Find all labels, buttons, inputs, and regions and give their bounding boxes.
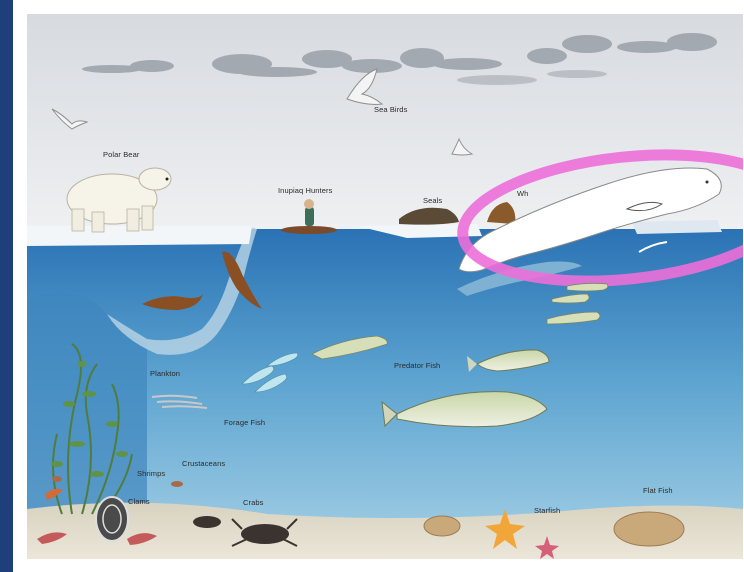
label-polar-bear: Polar Bear <box>103 150 139 159</box>
clam-icon <box>96 497 128 541</box>
arctic-food-web-scene <box>27 14 743 559</box>
label-plankton: Plankton <box>150 369 180 378</box>
label-crustaceans: Crustaceans <box>182 459 225 468</box>
label-starfish: Starfish <box>534 506 560 515</box>
label-forage-fish: Forage Fish <box>224 418 265 427</box>
label-sea-birds: Sea Birds <box>374 105 407 114</box>
left-border-strip <box>0 0 13 572</box>
label-inupiaq-hunters: Inupiaq Hunters <box>278 186 332 195</box>
label-whales: Wh <box>517 189 528 198</box>
distant-ice <box>632 220 722 234</box>
label-clams: Clams <box>128 497 150 506</box>
label-crabs: Crabs <box>243 498 264 507</box>
sea-ice <box>27 226 252 246</box>
label-shrimps: Shrimps <box>137 469 165 478</box>
label-predator-fish: Predator Fish <box>394 361 440 370</box>
label-flat-fish: Flat Fish <box>643 486 673 495</box>
label-seals: Seals <box>423 196 442 205</box>
